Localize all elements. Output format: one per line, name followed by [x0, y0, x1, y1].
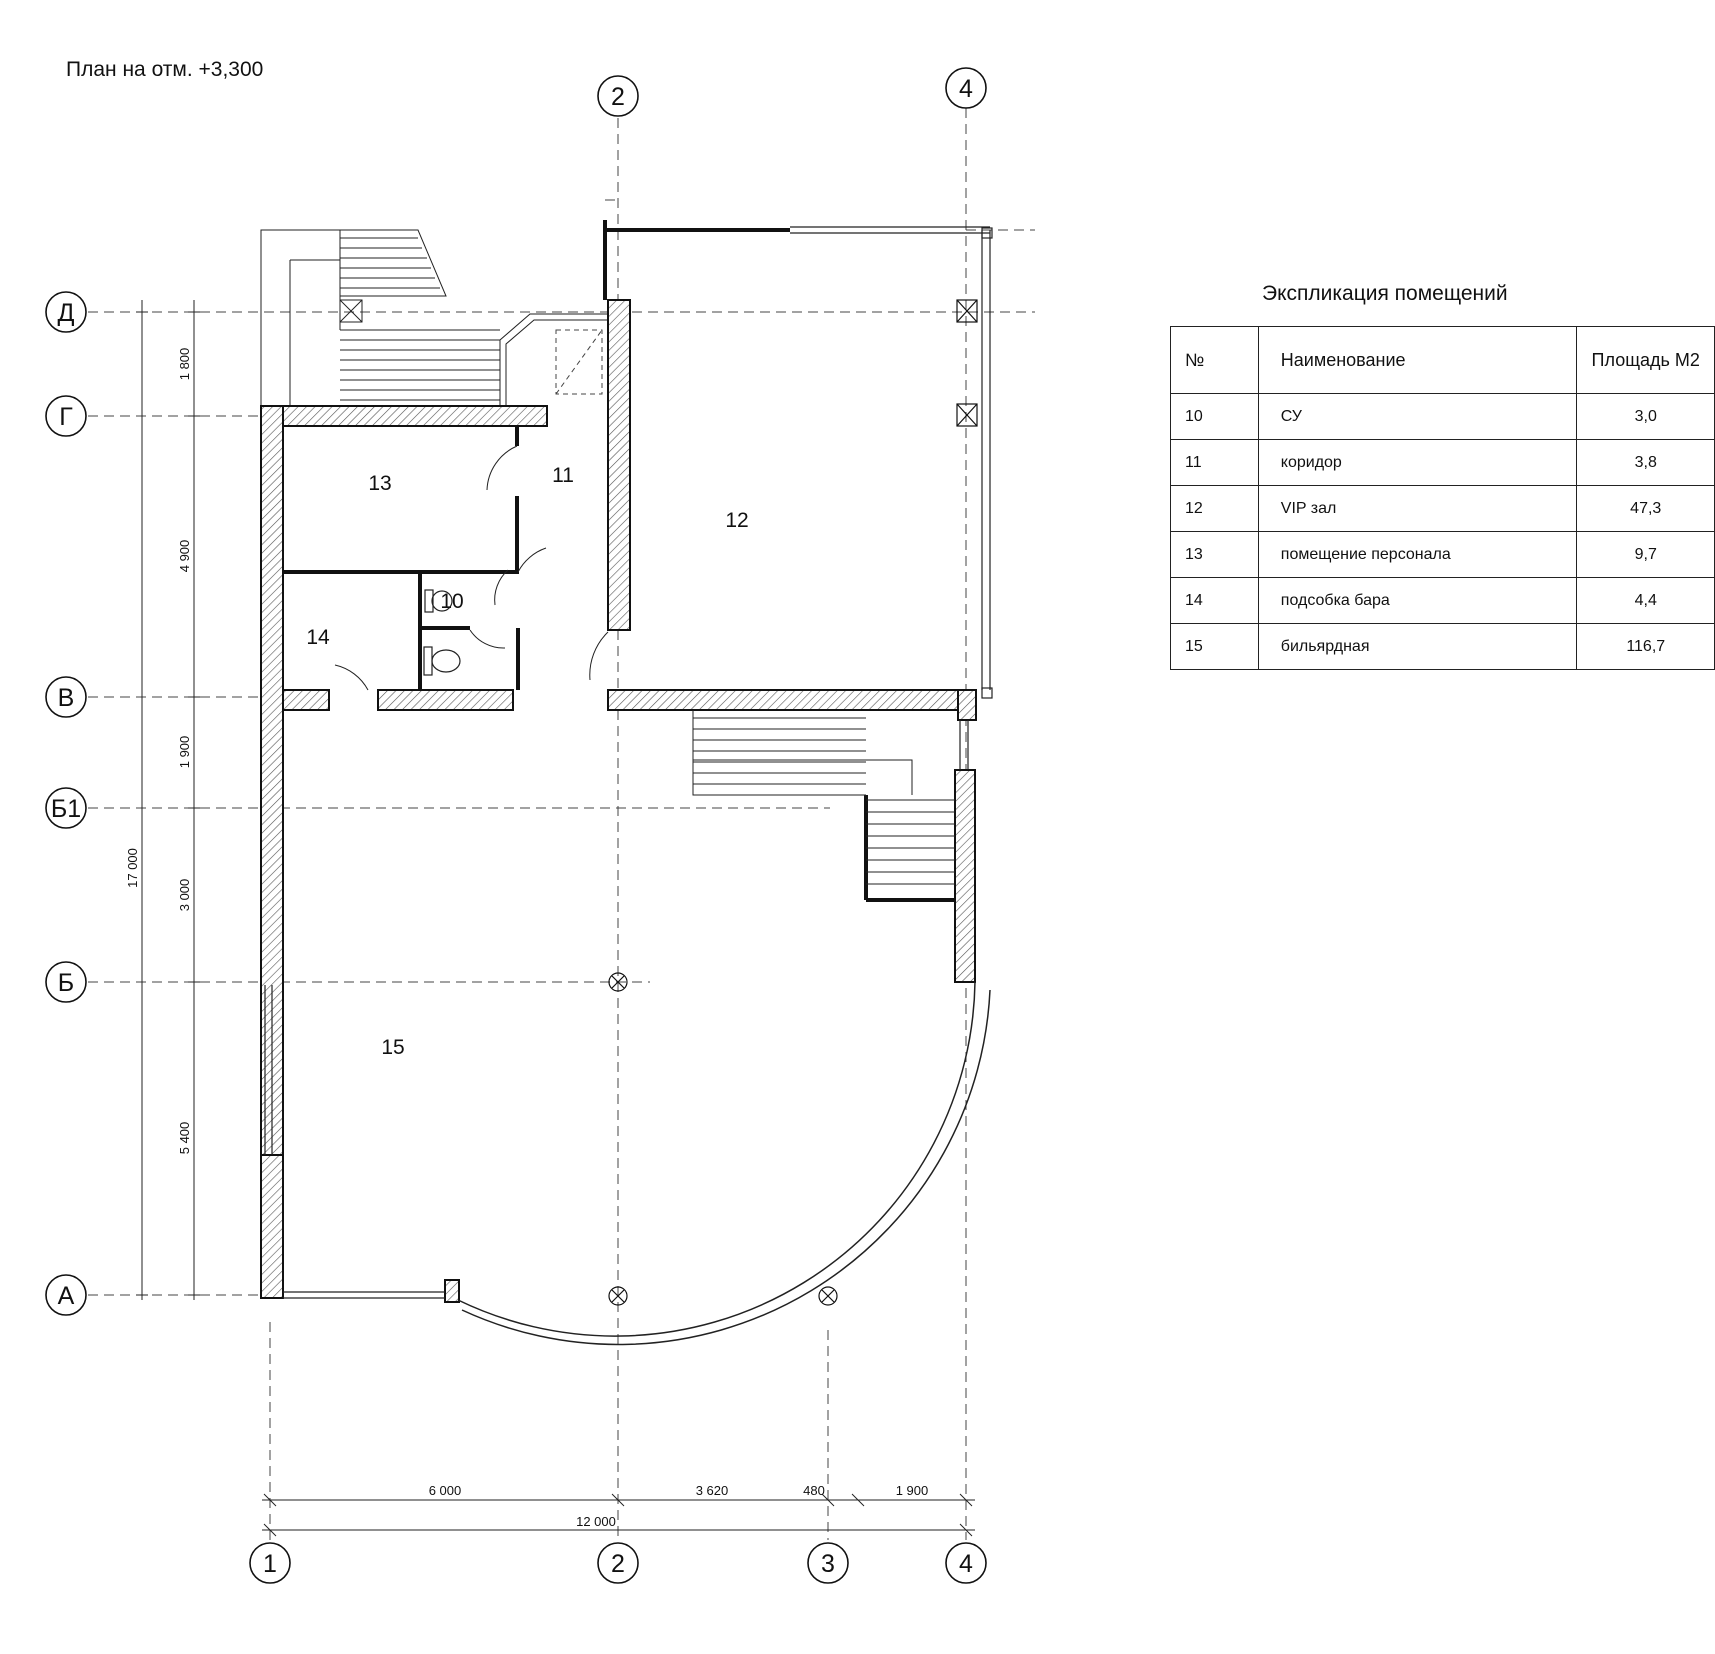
dim-label: 3 620: [696, 1483, 729, 1498]
axis-label: 4: [959, 75, 973, 103]
explication-table: № Наименование Площадь М2 10 СУ 3,0 11 к…: [1170, 326, 1715, 670]
axis-labels: Д Г В Б1 Б А 2 4 1 2 3 4: [51, 75, 973, 1578]
axis-label: 4: [959, 1550, 973, 1578]
axis-label: 2: [611, 1550, 625, 1578]
axis-label: Г: [59, 403, 73, 431]
room-labels: 13 11 12 10 14 15: [306, 464, 748, 1059]
shaft-box: [555, 329, 603, 395]
dim-total: 17 000: [125, 848, 140, 888]
table-row: 13 помещение персонала 9,7: [1170, 531, 1715, 578]
dim-total: 12 000: [576, 1514, 616, 1529]
row-number: 15: [1170, 623, 1259, 670]
table-row: 11 коридор 3,8: [1170, 439, 1715, 486]
axis-label: 2: [611, 83, 625, 111]
row-area: 3,0: [1576, 393, 1715, 440]
axis-label: А: [58, 1282, 75, 1310]
row-number: 11: [1170, 439, 1259, 486]
row-number: 13: [1170, 531, 1259, 578]
row-number: 12: [1170, 485, 1259, 532]
toilet-icon: [423, 589, 461, 676]
room-number: 13: [368, 472, 391, 495]
stair-top: [260, 229, 608, 412]
table-header-row: № Наименование Площадь М2: [1170, 326, 1715, 394]
dim-label: 4 900: [177, 540, 192, 573]
room-number: 10: [440, 590, 463, 613]
row-name: СУ: [1257, 393, 1578, 440]
room-number: 14: [306, 626, 330, 649]
axis-label: 3: [821, 1550, 835, 1578]
partitions: [283, 220, 955, 902]
stair-bottom: [692, 710, 955, 885]
axis-markers: [45, 67, 987, 1584]
table-row: 15 бильярдная 116,7: [1170, 623, 1715, 670]
room-number: 12: [725, 509, 748, 532]
table-row: 10 СУ 3,0: [1170, 393, 1715, 440]
row-name: коридор: [1257, 439, 1578, 486]
dim-label: 5 400: [177, 1122, 192, 1155]
grid-lines: [88, 108, 1035, 1540]
row-area: 116,7: [1576, 623, 1715, 670]
row-number: 14: [1170, 577, 1259, 624]
axis-label: Б: [58, 969, 74, 997]
dim-label: 3 000: [177, 879, 192, 912]
door-swings: [334, 445, 609, 691]
row-name: подсобка бара: [1257, 577, 1578, 624]
dim-label: 1 800: [177, 348, 192, 381]
row-name: помещение персонала: [1257, 531, 1578, 578]
left-dimensions: [136, 300, 200, 1300]
row-area: 4,4: [1576, 577, 1715, 624]
explication-title: Экспликация помещений: [1262, 282, 1508, 305]
bottom-dimension-labels: 6 000 3 620 480 1 900 12 000: [429, 1483, 929, 1529]
windows: [264, 226, 993, 1346]
left-dimension-labels: 1 800 4 900 1 900 3 000 5 400 17 000: [125, 348, 192, 1155]
axis-label: 1: [263, 1550, 277, 1578]
row-name: бильярдная: [1257, 623, 1578, 670]
axis-label: Д: [58, 299, 75, 327]
dim-label: 1 900: [896, 1483, 929, 1498]
dim-label: 480: [803, 1483, 825, 1498]
drawing-title: План на отм. +3,300: [66, 58, 264, 81]
axis-label: Б1: [51, 795, 81, 823]
room-number: 11: [552, 464, 574, 487]
room-number: 15: [381, 1036, 404, 1059]
axis-label: В: [58, 684, 75, 712]
header-number: №: [1170, 326, 1259, 394]
dim-label: 1 900: [177, 736, 192, 769]
bottom-dimensions: [262, 1493, 975, 1537]
dim-label: 6 000: [429, 1483, 462, 1498]
walls: [260, 299, 977, 1303]
row-area: 9,7: [1576, 531, 1715, 578]
header-area: Площадь М2: [1576, 326, 1715, 394]
table-row: 14 подсобка бара 4,4: [1170, 577, 1715, 624]
column-markers: [608, 299, 978, 1306]
